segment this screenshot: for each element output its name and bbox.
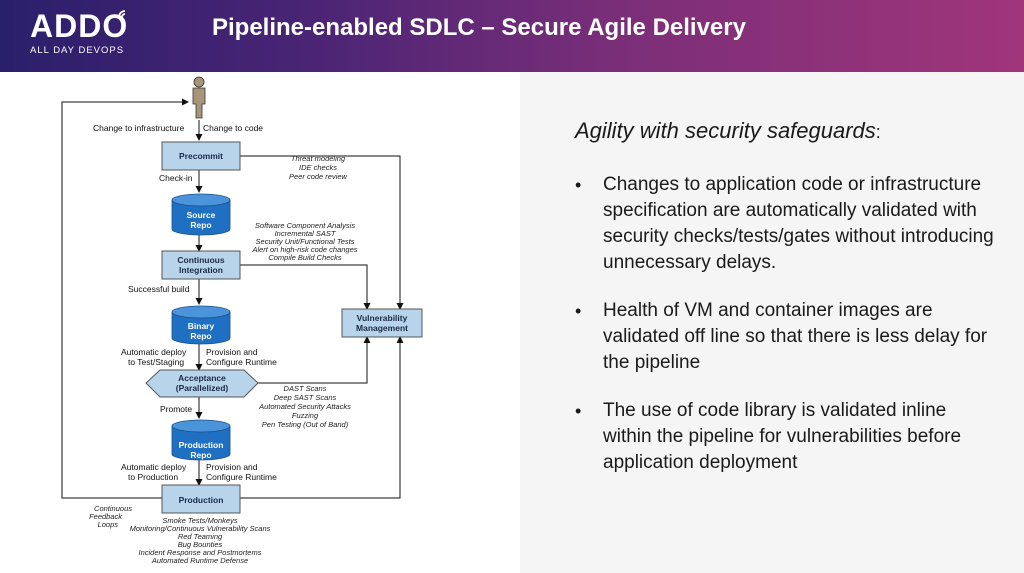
label-provision-1: Provision and bbox=[206, 347, 258, 357]
node-continuous-integration: Continuous Integration bbox=[161, 250, 241, 280]
feedback-line: Feedback bbox=[89, 512, 123, 521]
section-heading: Agility with security safeguards: bbox=[575, 118, 995, 144]
production-check: Bug Bounties bbox=[178, 540, 223, 549]
label-change-code: Change to code bbox=[203, 123, 263, 133]
ci-check: Security Unit/Functional Tests bbox=[256, 237, 355, 246]
signal-icon bbox=[118, 10, 126, 18]
label-provision-prod-2: Configure Runtime bbox=[206, 472, 277, 482]
feedback-label: Continuous Feedback Loops bbox=[89, 504, 132, 529]
header-banner: ADDO ALL DAY DEVOPS Pipeline-enabled SDL… bbox=[0, 0, 1024, 72]
label-provision-2: Configure Runtime bbox=[206, 357, 277, 367]
node-vuln-label-1: Vulnerability bbox=[357, 313, 408, 323]
precommit-checks: Threat modeling IDE checks Peer code rev… bbox=[289, 154, 348, 181]
ci-check: Compile Build Checks bbox=[268, 253, 342, 262]
node-binary-repo: Binary Repo bbox=[171, 305, 231, 345]
section-heading-colon: : bbox=[875, 122, 881, 142]
node-acceptance-label-2: (Parallelized) bbox=[176, 383, 229, 393]
production-check: Red Teaming bbox=[178, 532, 223, 541]
node-production: Production bbox=[161, 484, 241, 514]
acceptance-checks: DAST Scans Deep SAST Scans Automated Sec… bbox=[258, 384, 351, 429]
node-precommit-label: Precommit bbox=[179, 151, 223, 161]
label-promote: Promote bbox=[160, 404, 192, 414]
precommit-check: IDE checks bbox=[299, 163, 337, 172]
node-source-repo-label-1: Source bbox=[187, 210, 216, 220]
bullet-item: Changes to application code or infrastru… bbox=[575, 172, 995, 276]
section-heading-text: Agility with security safeguards bbox=[575, 118, 876, 143]
feedback-loop-line bbox=[61, 98, 189, 499]
label-check-in: Check-in bbox=[159, 173, 193, 183]
production-check: Automated Runtime Defense bbox=[151, 556, 248, 565]
feedback-line: Loops bbox=[98, 520, 119, 529]
node-ci-label-1: Continuous bbox=[177, 255, 224, 265]
label-auto-deploy-prod-2: to Production bbox=[128, 472, 178, 482]
production-check: Incident Response and Postmortems bbox=[139, 548, 262, 557]
acceptance-check: Pen Testing (Out of Band) bbox=[262, 420, 349, 429]
feedback-line: Continuous bbox=[94, 504, 132, 513]
label-provision-prod-1: Provision and bbox=[206, 462, 258, 472]
node-production-repo-label-2: Repo bbox=[190, 450, 211, 460]
brand-tagline: ALL DAY DEVOPS bbox=[30, 45, 125, 56]
node-production-label: Production bbox=[179, 495, 224, 505]
precommit-check: Peer code review bbox=[289, 172, 348, 181]
acceptance-check: Deep SAST Scans bbox=[274, 393, 337, 402]
production-checks: Smoke Tests/Monkeys Monitoring/Continuou… bbox=[130, 516, 271, 565]
ci-checks: Software Component Analysis Incremental … bbox=[251, 221, 357, 262]
node-production-repo-label-1: Production bbox=[179, 440, 224, 450]
production-check: Smoke Tests/Monkeys bbox=[162, 516, 237, 525]
slide-text-panel: Agility with security safeguards: Change… bbox=[575, 118, 995, 498]
node-production-repo: Production Repo bbox=[171, 419, 231, 461]
node-source-repo-label-2: Repo bbox=[190, 220, 211, 230]
node-ci-label-2: Integration bbox=[179, 265, 223, 275]
precommit-check: Threat modeling bbox=[291, 154, 346, 163]
developer-icon bbox=[192, 76, 206, 119]
slide-title: Pipeline-enabled SDLC – Secure Agile Del… bbox=[212, 14, 746, 41]
label-auto-deploy-prod-1: Automatic deploy bbox=[121, 462, 187, 472]
node-source-repo: Source Repo bbox=[171, 193, 231, 236]
node-binary-repo-label-2: Repo bbox=[190, 331, 211, 341]
node-acceptance: Acceptance (Parallelized) bbox=[145, 369, 259, 398]
label-auto-deploy-test-2: to Test/Staging bbox=[128, 357, 184, 367]
label-change-infrastructure: Change to infrastructure bbox=[93, 123, 184, 133]
label-auto-deploy-test-1: Automatic deploy bbox=[121, 347, 187, 357]
acceptance-check: Automated Security Attacks bbox=[258, 402, 351, 411]
production-check: Monitoring/Continuous Vulnerability Scan… bbox=[130, 524, 271, 533]
acceptance-check: DAST Scans bbox=[284, 384, 327, 393]
node-acceptance-label-1: Acceptance bbox=[178, 373, 226, 383]
bullet-item: The use of code library is validated inl… bbox=[575, 398, 995, 476]
ci-check: Incremental SAST bbox=[275, 229, 337, 238]
node-precommit: Precommit bbox=[161, 141, 241, 171]
ci-check: Alert on high-risk code changes bbox=[251, 245, 357, 254]
acceptance-check: Fuzzing bbox=[292, 411, 319, 420]
node-vuln-label-2: Management bbox=[356, 323, 408, 333]
label-successful-build: Successful build bbox=[128, 284, 190, 294]
ci-check: Software Component Analysis bbox=[255, 221, 355, 230]
node-vulnerability-management: Vulnerability Management bbox=[341, 308, 423, 338]
sdlc-pipeline-diagram: Change to infrastructure Change to code … bbox=[0, 72, 520, 573]
brand-name: ADDO bbox=[30, 8, 129, 44]
bullet-list: Changes to application code or infrastru… bbox=[575, 172, 995, 476]
brand-logo: ADDO ALL DAY DEVOPS bbox=[30, 9, 128, 56]
bullet-item: Health of VM and container images are va… bbox=[575, 298, 995, 376]
node-binary-repo-label-1: Binary bbox=[188, 321, 215, 331]
